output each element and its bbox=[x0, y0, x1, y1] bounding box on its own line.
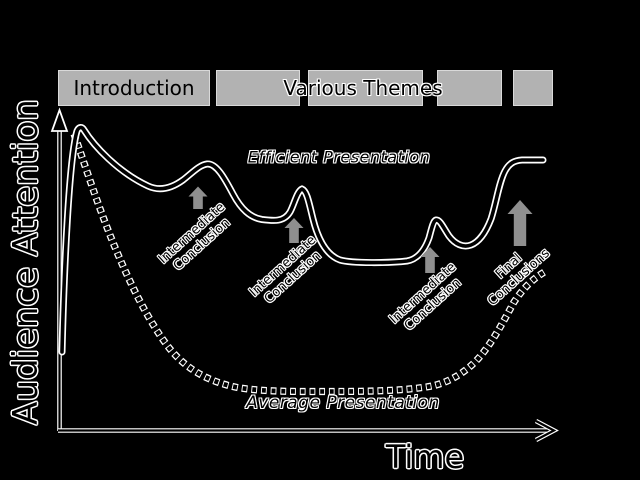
average-presentation-curve bbox=[70, 132, 548, 396]
average-presentation-label: Average Presentation bbox=[246, 393, 440, 413]
up-arrow-icon bbox=[284, 218, 304, 243]
up-arrow-icon bbox=[507, 200, 533, 246]
y-axis-title: Audience Attention bbox=[6, 99, 46, 425]
stage-box-theme-3 bbox=[437, 70, 502, 106]
efficient-presentation-curve bbox=[58, 124, 547, 356]
x-axis bbox=[58, 418, 559, 443]
up-arrow-icons bbox=[188, 186, 533, 273]
x-axis-title: Time bbox=[385, 438, 465, 476]
y-axis-arrow-icon bbox=[50, 107, 69, 132]
up-arrow-icon bbox=[188, 186, 208, 209]
efficient-presentation-label: Efficient Presentation bbox=[247, 147, 431, 167]
y-axis bbox=[50, 107, 69, 431]
stage-box-theme-2 bbox=[308, 70, 423, 106]
up-arrow-icon bbox=[420, 247, 440, 273]
stage-box-introduction: Introduction bbox=[58, 70, 210, 106]
stage-box-theme-4 bbox=[513, 70, 553, 106]
stage-box-theme-1 bbox=[216, 70, 300, 106]
stage-box-label: Introduction bbox=[73, 76, 195, 100]
various-themes-label: Various Themes bbox=[283, 76, 443, 100]
